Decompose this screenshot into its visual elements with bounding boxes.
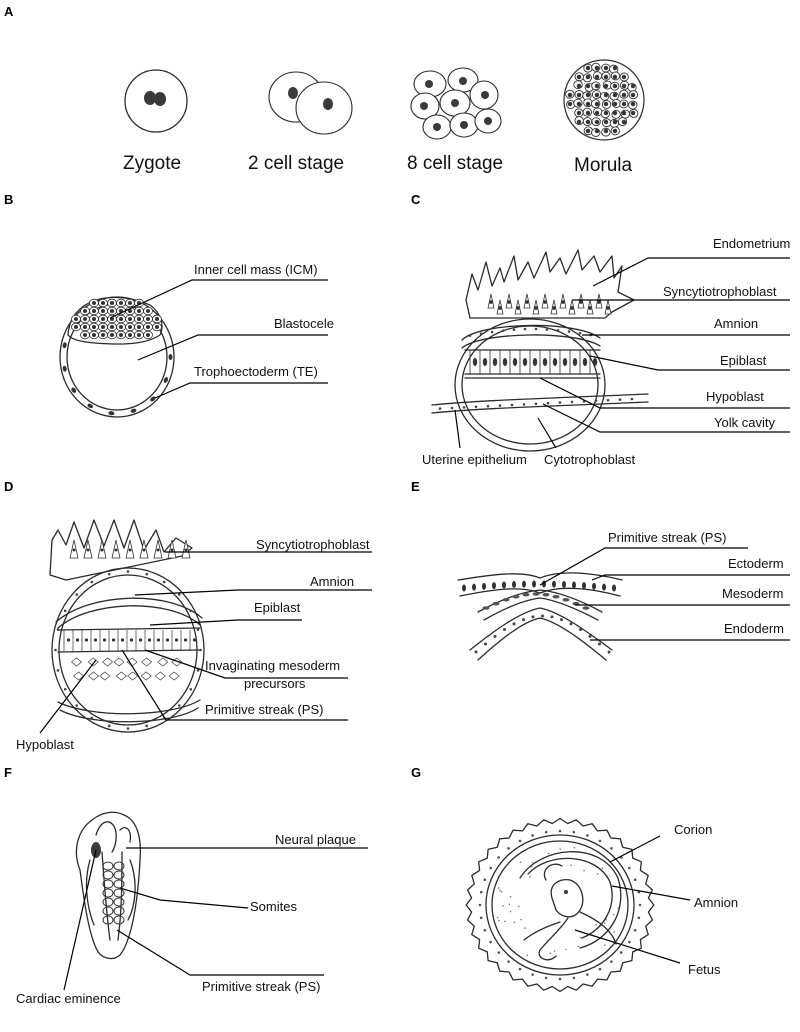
label-ps-d: Primitive streak (PS) bbox=[205, 702, 323, 717]
stage-label-2-cell: 2 cell stage bbox=[248, 153, 344, 174]
label-corion-g: Corion bbox=[674, 822, 712, 837]
label-endoderm-e: Endoderm bbox=[724, 621, 784, 636]
label-ps-f: Primitive streak (PS) bbox=[202, 979, 320, 994]
label-hypoblast-d: Hypoblast bbox=[16, 737, 74, 752]
leader-fetus-g bbox=[574, 929, 681, 964]
leader-blastocele bbox=[137, 334, 328, 361]
stage-label-morula: Morula bbox=[574, 155, 633, 176]
morula-drawing bbox=[563, 59, 645, 141]
leader-yolk-c bbox=[542, 403, 790, 433]
label-epiblast-c: Epiblast bbox=[720, 353, 767, 368]
label-cyto-c: Cytotrophoblast bbox=[544, 452, 635, 467]
label-syncytio-d: Syncytiotrophoblast bbox=[256, 537, 370, 552]
leader-amnion-g bbox=[611, 885, 691, 901]
leader-hypoblast-d bbox=[39, 659, 97, 734]
two-cell-drawing bbox=[268, 71, 353, 135]
panel-g: G Corion Amnion Fetus bbox=[411, 765, 738, 993]
stage-label-zygote: Zygote bbox=[123, 153, 181, 174]
leader-te bbox=[154, 382, 328, 399]
label-amnion-g: Amnion bbox=[694, 895, 738, 910]
label-yolk-c: Yolk cavity bbox=[714, 415, 775, 430]
panel-e: E Primitive streak (PS) Ectoderm Mesoder… bbox=[411, 479, 790, 661]
gastrulation-drawing bbox=[49, 519, 205, 733]
label-te: Trophoectoderm (TE) bbox=[194, 364, 318, 379]
label-epiblast-d: Epiblast bbox=[254, 600, 301, 615]
panel-d: D Syncytiotrophoblast Amnion Epiblast In… bbox=[4, 479, 372, 752]
early-embryo-drawing bbox=[75, 811, 142, 960]
leader-epiblast-c bbox=[589, 355, 790, 371]
panel-letter-f: F bbox=[4, 765, 12, 780]
label-hypoblast-c: Hypoblast bbox=[706, 389, 764, 404]
eight-cell-drawing bbox=[410, 67, 502, 140]
panel-letter-c: C bbox=[411, 192, 421, 207]
implantation-drawing bbox=[431, 249, 649, 452]
leader-icm bbox=[109, 279, 328, 319]
label-blastocele: Blastocele bbox=[274, 316, 334, 331]
leader-ectoderm-e bbox=[591, 574, 790, 581]
germ-layers-drawing bbox=[457, 572, 623, 661]
label-cardiac-f: Cardiac eminence bbox=[16, 991, 121, 1006]
panel-letter-e: E bbox=[411, 479, 420, 494]
leader-ps-f bbox=[116, 929, 324, 976]
leader-corion-g bbox=[609, 835, 661, 863]
label-icm: Inner cell mass (ICM) bbox=[194, 262, 318, 277]
label-ectoderm-e: Ectoderm bbox=[728, 556, 784, 571]
fetus-drawing bbox=[465, 817, 655, 993]
label-amnion-c: Amnion bbox=[714, 316, 758, 331]
panel-b: B Inner cell mass (ICM) Blastocele Troph… bbox=[4, 192, 334, 418]
label-ps-e: Primitive streak (PS) bbox=[608, 530, 726, 545]
label-amnion-d: Amnion bbox=[310, 574, 354, 589]
label-endometrium: Endometrium bbox=[713, 236, 790, 251]
panel-letter-a: A bbox=[4, 4, 14, 19]
label-invag-d-1: Invaginating mesoderm bbox=[205, 658, 340, 673]
label-fetus-g: Fetus bbox=[688, 962, 721, 977]
leader-amnion-d bbox=[134, 589, 372, 596]
label-syncytio-c: Syncytiotrophoblast bbox=[663, 284, 777, 299]
leader-ps-e bbox=[539, 547, 748, 586]
leader-ps-d bbox=[121, 649, 348, 721]
panel-c: C Endometrium Syncytiotrophoblast Amnion… bbox=[411, 192, 790, 467]
label-invag-d-2: precursors bbox=[244, 676, 306, 691]
label-mesoderm-e: Mesoderm bbox=[722, 586, 783, 601]
panel-letter-d: D bbox=[4, 479, 13, 494]
leader-uterine-c bbox=[454, 409, 461, 449]
leader-cardiac-f bbox=[63, 849, 97, 991]
label-neural-f: Neural plaque bbox=[275, 832, 356, 847]
leader-hypoblast-c bbox=[539, 377, 790, 409]
label-somites-f: Somites bbox=[250, 899, 297, 914]
stage-label-8-cell: 8 cell stage bbox=[407, 153, 503, 174]
zygote-drawing bbox=[124, 69, 188, 133]
panel-f: F Neural plaque Somites Primitive streak… bbox=[4, 765, 368, 1006]
panel-letter-g: G bbox=[411, 765, 421, 780]
leader-cyto-c bbox=[537, 417, 557, 449]
leader-invag-d bbox=[144, 649, 348, 679]
blastocyst-drawing bbox=[59, 296, 175, 418]
panel-a: A bbox=[4, 4, 645, 176]
leader-epiblast-d bbox=[149, 619, 302, 626]
panel-letter-b: B bbox=[4, 192, 13, 207]
leader-endometrium bbox=[592, 257, 790, 287]
leader-somites-f bbox=[119, 887, 249, 909]
label-uterine-c: Uterine epithelium bbox=[422, 452, 527, 467]
